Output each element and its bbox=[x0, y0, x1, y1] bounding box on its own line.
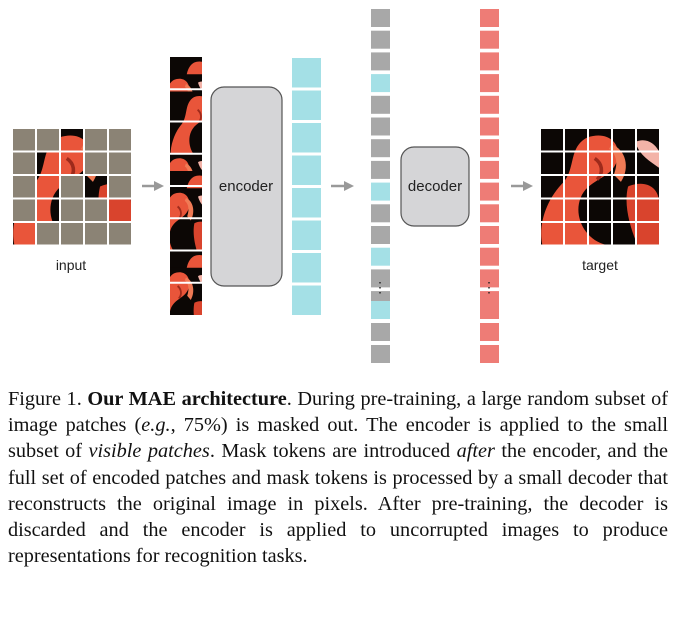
sequence-ellipsis: ⋮ bbox=[373, 279, 387, 295]
target-label: target bbox=[582, 257, 618, 273]
decoder-label: decoder bbox=[408, 178, 462, 195]
encoder-label: encoder bbox=[219, 178, 273, 195]
mae-architecture-diagram: input encoder ⋮ decoder ⋮ target bbox=[11, 9, 661, 363]
caption-title: Our MAE architecture bbox=[87, 388, 287, 410]
caption-visible-patches: visible patches bbox=[88, 440, 210, 463]
visible-patches-column bbox=[170, 57, 202, 315]
caption-text-4: the encoder, and the full set of encoded… bbox=[8, 440, 668, 568]
figure-caption: Figure 1. Our MAE architecture. During p… bbox=[8, 386, 668, 569]
decoder-block bbox=[400, 146, 470, 227]
encoder-block bbox=[210, 86, 283, 287]
input-image bbox=[11, 127, 133, 247]
token-sequence-column bbox=[371, 9, 390, 363]
arrow-right-icon bbox=[142, 181, 164, 191]
input-label: input bbox=[56, 257, 86, 273]
decoded-tokens-column bbox=[480, 9, 499, 363]
caption-figure-number: Figure 1. bbox=[8, 388, 82, 410]
encoded-tokens-column bbox=[292, 58, 321, 315]
caption-text-1: . During pre-training, a large random su… bbox=[8, 388, 668, 437]
decoded-ellipsis: ⋮ bbox=[482, 279, 496, 295]
target-image bbox=[539, 127, 661, 247]
caption-after: after bbox=[456, 440, 495, 463]
caption-eg: e.g. bbox=[141, 414, 171, 437]
arrow-right-icon bbox=[511, 181, 533, 191]
caption-text-2: , 75%) is masked out. The encoder is app… bbox=[8, 414, 668, 463]
arrow-right-icon bbox=[331, 181, 354, 191]
caption-text-3: . Mask tokens are introduced bbox=[209, 440, 457, 463]
